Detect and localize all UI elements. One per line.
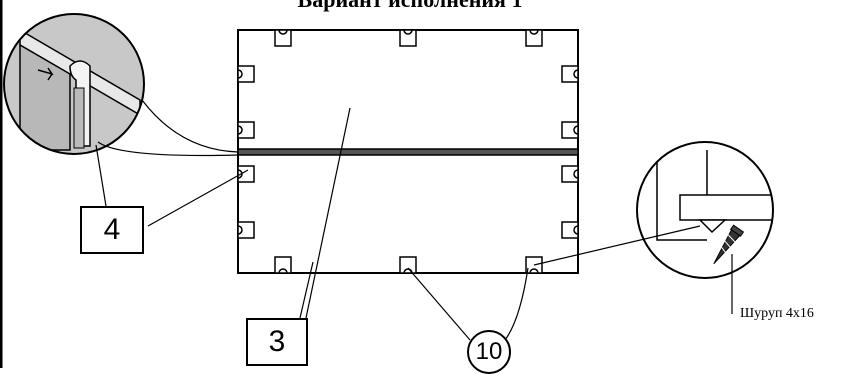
bracket-top-2 (399, 29, 417, 47)
leader-detail-left-lower (97, 141, 239, 157)
detail-screw (637, 142, 773, 278)
leader-10-right (504, 267, 529, 341)
callout-panel: 3 (246, 318, 308, 366)
callout-brackets: 10 (467, 330, 511, 374)
bracket-left-4 (237, 221, 255, 239)
detail-screw-circle (636, 141, 774, 279)
bracket-right-3 (561, 165, 579, 183)
bracket-left-2 (237, 121, 255, 139)
leader-detail-left-upper (141, 99, 239, 153)
screw-label: Шуруп 4x16 (740, 306, 814, 321)
bracket-right-4 (561, 221, 579, 239)
leader-3-bottom (299, 261, 314, 319)
callout-profile-label: 4 (103, 213, 121, 246)
detail-profile (4, 14, 144, 154)
leader-screw-detail (533, 225, 701, 266)
joint-strip (237, 148, 579, 156)
bracket-right-1 (561, 65, 579, 83)
leader-10-mid (407, 267, 471, 341)
callout-profile: 4 (80, 206, 144, 254)
leader-3-top (305, 107, 351, 319)
detail-profile-circle (3, 13, 145, 155)
leader-4-joint (147, 169, 249, 227)
bracket-top-1 (274, 29, 292, 47)
bracket-bottom-2 (399, 256, 417, 274)
callout-panel-label: 3 (268, 325, 286, 358)
bracket-right-2 (561, 121, 579, 139)
diagram-title: Вариант исполнения 1 (180, 0, 640, 13)
leader-4-detail (95, 144, 107, 207)
bracket-left-1 (237, 65, 255, 83)
bracket-top-3 (525, 29, 543, 47)
bracket-bottom-1 (274, 256, 292, 274)
callout-brackets-label: 10 (475, 338, 503, 365)
